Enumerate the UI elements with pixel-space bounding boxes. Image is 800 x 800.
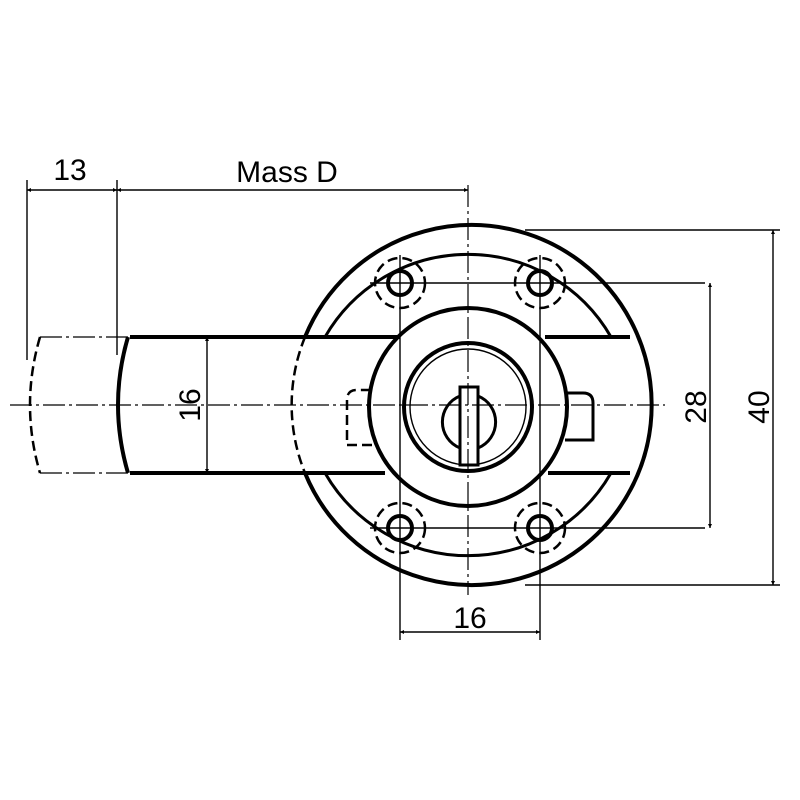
dim-28-label: 28 xyxy=(680,390,713,423)
dim-16-horizontal-label: 16 xyxy=(453,602,486,635)
dim-mass-d-label: Mass D xyxy=(236,156,338,189)
extension-lines xyxy=(26,180,780,586)
dim-13-label: 13 xyxy=(53,154,86,187)
bolt-bar xyxy=(28,335,630,475)
dim-16-vertical-label: 16 xyxy=(174,388,207,421)
cam xyxy=(440,394,498,450)
boss-ring xyxy=(367,306,569,508)
left-lug xyxy=(345,388,372,447)
right-lug xyxy=(565,391,595,442)
key-slot xyxy=(458,385,480,467)
screw-holes xyxy=(370,255,705,640)
dim-40-label: 40 xyxy=(743,390,776,423)
